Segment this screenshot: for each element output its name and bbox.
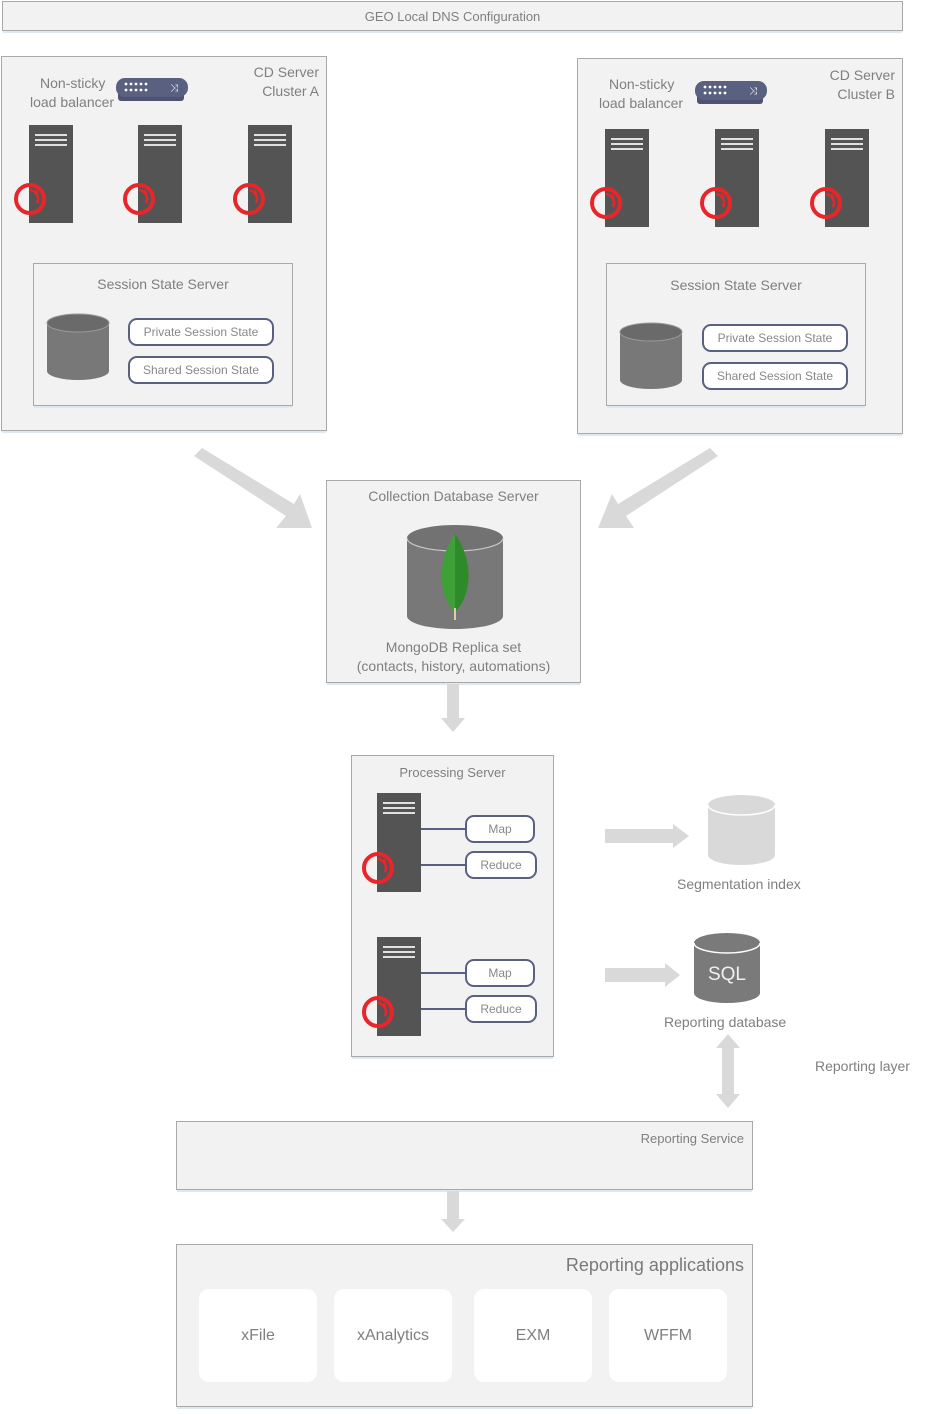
map-task-1: Map <box>465 815 535 843</box>
shared-session-state-a: Shared Session State <box>128 356 274 384</box>
reporting-applications-title: Reporting applications <box>565 1255 744 1275</box>
mongodb-caption-line2: (contacts, history, automations) <box>356 658 551 674</box>
connector-line <box>421 864 466 866</box>
reporting-layer-double-arrow <box>716 1034 740 1108</box>
arrow-collection-to-processing <box>441 684 465 732</box>
reporting-service-title: Reporting Service <box>640 1131 744 1146</box>
cd-server-a3 <box>233 125 292 223</box>
server-vents <box>611 138 643 153</box>
arrow-cluster-b-to-collection <box>598 448 718 528</box>
reporting-database-sql-icon <box>693 933 761 1003</box>
sitecore-logo-icon <box>362 852 394 884</box>
private-session-state-b: Private Session State <box>702 324 848 352</box>
cluster-a-lb-line2: load balancer <box>30 94 115 110</box>
cluster-b-title-line2: Cluster B <box>837 86 895 102</box>
load-balancer-icon: ⤨ <box>116 78 188 101</box>
session-db-icon <box>619 322 683 389</box>
sitecore-logo-icon <box>810 187 842 219</box>
collection-database-server: Collection Database Server MongoDB Repli… <box>326 480 581 683</box>
cluster-a-lb-line1: Non-sticky <box>40 75 106 91</box>
processing-server-1 <box>362 793 421 892</box>
reporting-layer-label: Reporting layer <box>815 1058 910 1074</box>
server-vents <box>35 134 67 149</box>
server-vents <box>831 138 863 153</box>
svg-text:⤨: ⤨ <box>170 83 178 94</box>
collection-db-title: Collection Database Server <box>368 488 539 504</box>
server-vents <box>254 134 286 149</box>
cd-server-a1 <box>14 125 73 223</box>
session-state-title-a: Session State Server <box>97 276 229 292</box>
sitecore-logo-icon <box>590 187 622 219</box>
connector-line <box>421 828 466 830</box>
cd-server-a2 <box>123 125 182 223</box>
reduce-task-2: Reduce <box>465 995 537 1023</box>
svg-text:⤨: ⤨ <box>749 86 757 97</box>
geo-dns-title: GEO Local DNS Configuration <box>364 9 541 24</box>
sitecore-logo-icon <box>362 996 394 1028</box>
private-session-state-a: Private Session State <box>128 318 274 346</box>
segmentation-index-db-icon <box>707 795 776 865</box>
session-state-server-a: Session State Server Private Session Sta… <box>33 263 293 406</box>
reporting-applications: Reporting applications xFile xAnalytics … <box>176 1244 753 1407</box>
load-balancer-icon: ⤨ <box>695 81 767 104</box>
app-wffm: WFFM <box>609 1289 727 1382</box>
reporting-service: Reporting Service <box>176 1121 753 1190</box>
segmentation-index-label: Segmentation index <box>677 876 801 892</box>
app-xanalytics: xAnalytics <box>334 1289 452 1382</box>
session-state-title-b: Session State Server <box>670 277 802 293</box>
app-xfile: xFile <box>199 1289 317 1382</box>
cluster-a-title-line1: CD Server <box>253 64 319 80</box>
session-state-server-b: Session State Server Private Session Sta… <box>606 263 866 406</box>
cd-server-b3 <box>810 129 869 227</box>
reduce-task-1: Reduce <box>465 851 537 879</box>
mongodb-database-icon <box>406 525 504 629</box>
cd-server-b2 <box>700 129 759 227</box>
cluster-b-title-line1: CD Server <box>829 67 895 83</box>
cd-cluster-a: CD Server Cluster A Non-sticky load bala… <box>1 56 327 431</box>
cluster-b-lb-line1: Non-sticky <box>609 76 675 92</box>
connector-line <box>421 972 466 974</box>
map-task-2: Map <box>465 959 535 987</box>
shared-session-state-b: Shared Session State <box>702 362 848 390</box>
reporting-database-label: Reporting database <box>664 1014 787 1030</box>
server-vents <box>721 138 753 153</box>
mongodb-caption-line1: MongoDB Replica set <box>385 639 522 655</box>
server-vents <box>383 946 415 961</box>
arrow-service-to-applications <box>441 1191 465 1232</box>
connector-line <box>421 1008 466 1010</box>
arrow-to-segmentation-index <box>605 824 689 848</box>
app-exm: EXM <box>474 1289 592 1382</box>
sitecore-logo-icon <box>123 183 155 215</box>
processing-server: Processing Server Map Reduce Map Reduce <box>351 755 554 1057</box>
cluster-b-lb-line2: load balancer <box>599 95 684 111</box>
arrow-to-reporting-database <box>605 963 680 987</box>
geo-dns-box: GEO Local DNS Configuration <box>2 1 903 31</box>
sitecore-logo-icon <box>233 183 265 215</box>
cluster-a-title-line2: Cluster A <box>262 83 319 99</box>
sitecore-logo-icon <box>14 183 46 215</box>
processing-server-2 <box>362 937 421 1036</box>
cd-server-b1 <box>590 129 649 227</box>
cd-cluster-b: CD Server Cluster B Non-sticky load bala… <box>577 58 903 434</box>
session-db-icon <box>46 313 110 380</box>
server-vents <box>383 802 415 817</box>
arrow-cluster-a-to-collection <box>194 448 312 528</box>
server-vents <box>144 134 176 149</box>
sql-label: SQL <box>707 964 747 985</box>
processing-server-title: Processing Server <box>399 765 506 780</box>
sitecore-logo-icon <box>700 187 732 219</box>
